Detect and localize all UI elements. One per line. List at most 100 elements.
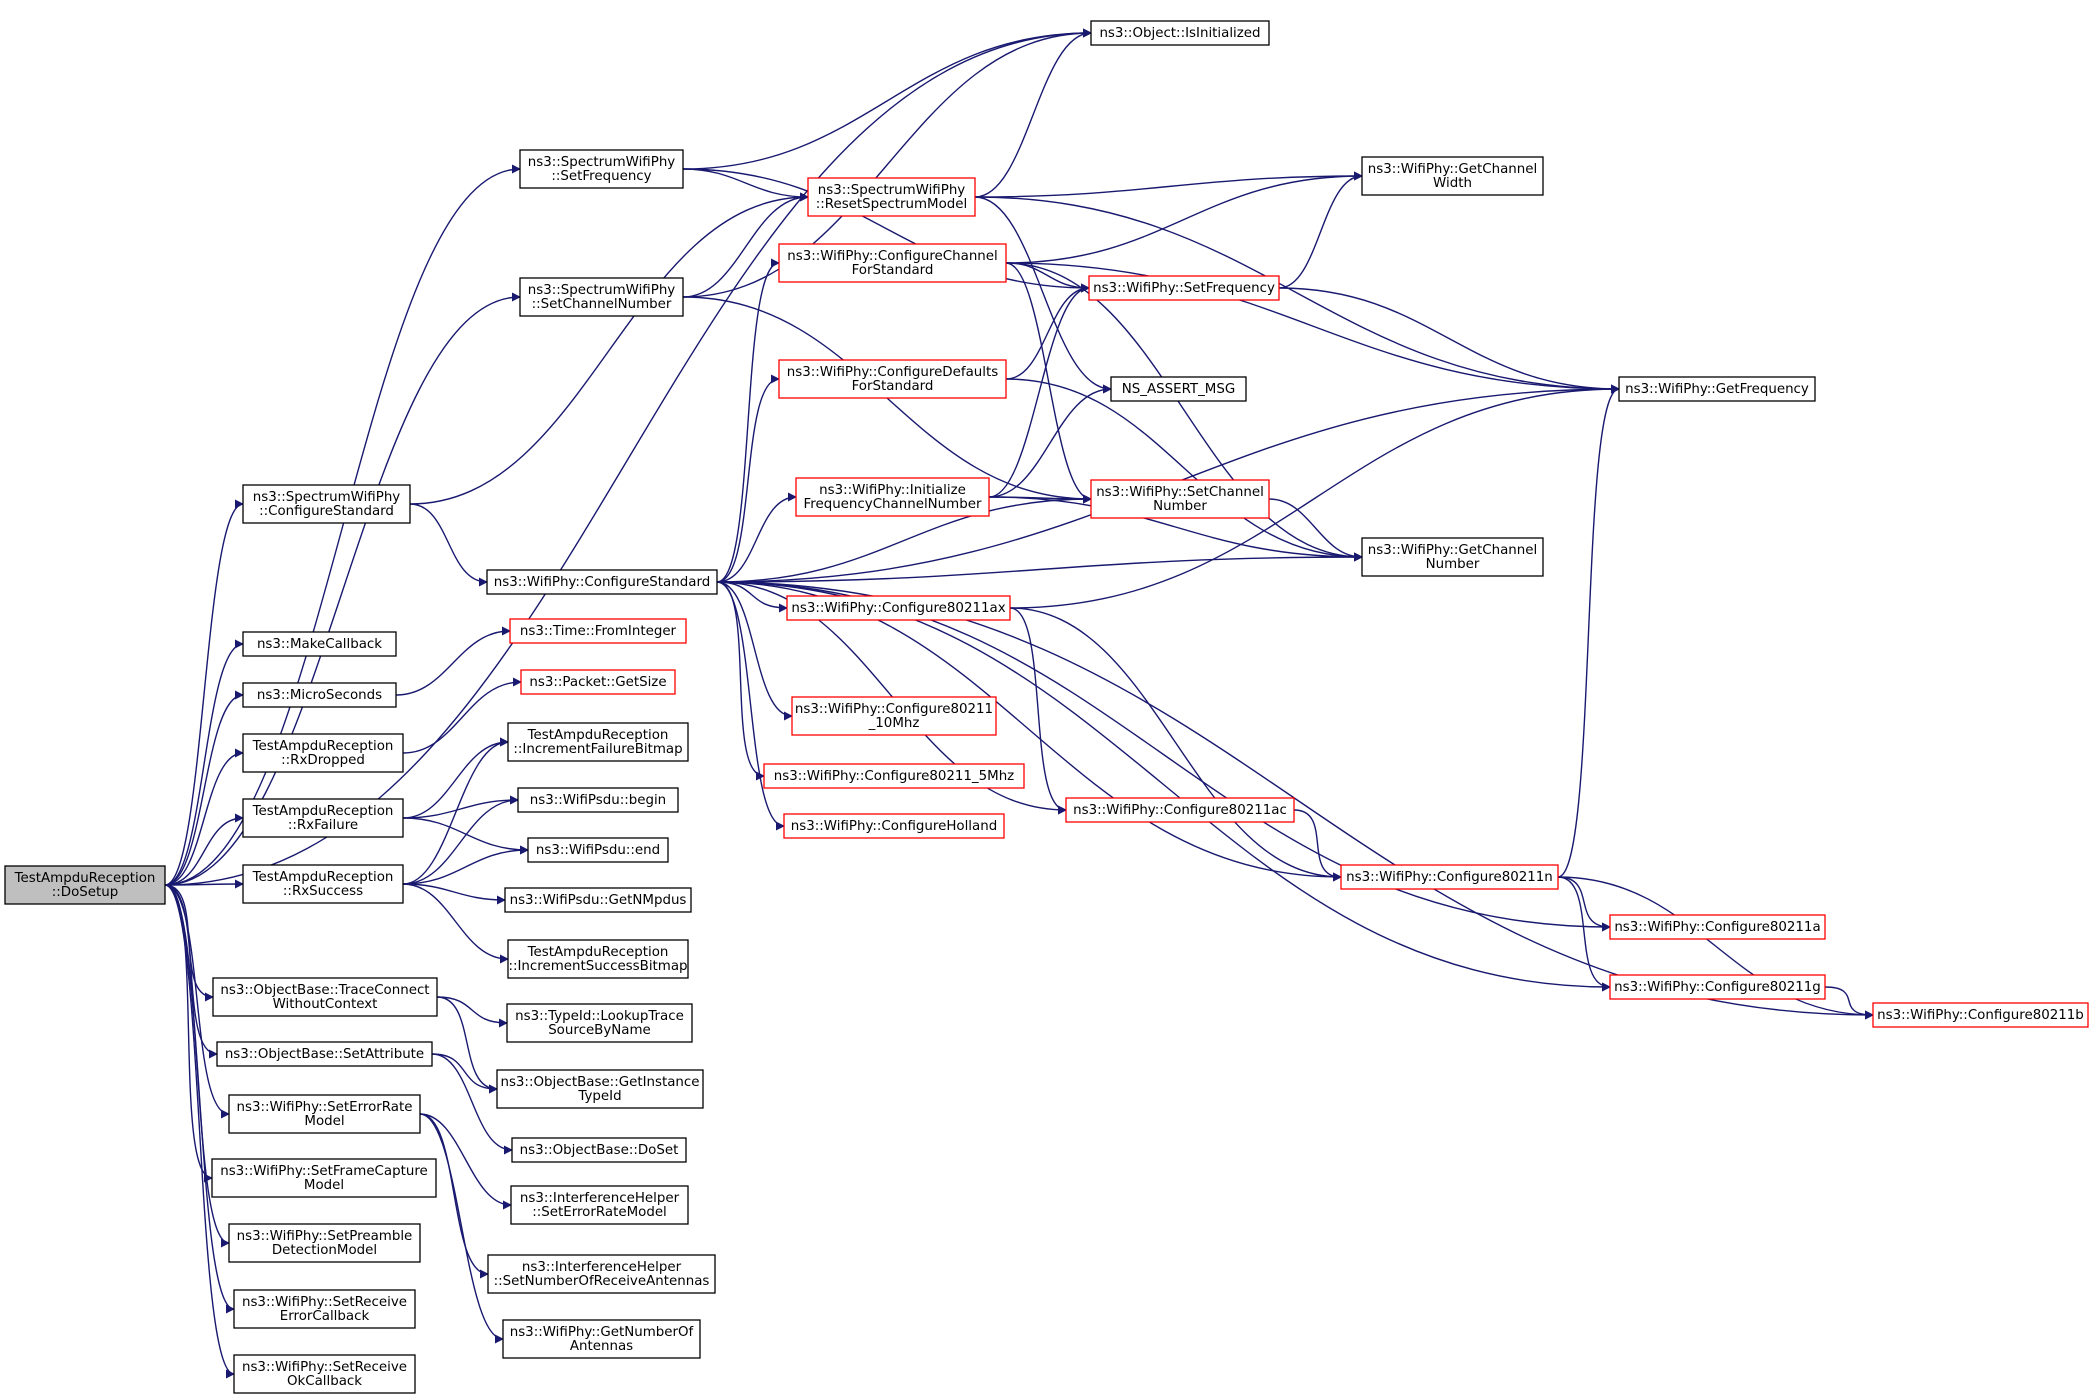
node-box[interactable] — [212, 977, 438, 1017]
node-box[interactable] — [507, 722, 689, 762]
node-setattr[interactable]: ns3::ObjectBase::SetAttribute — [216, 1041, 433, 1067]
node-wp_setch[interactable]: ns3::WifiPhy::SetChannelNumber — [1090, 479, 1270, 519]
node-cfg_g[interactable]: ns3::WifiPhy::Configure80211g — [1609, 974, 1826, 1000]
node-box[interactable] — [510, 1185, 689, 1225]
node-box[interactable] — [211, 1158, 437, 1198]
node-box[interactable] — [506, 1003, 693, 1043]
node-incfail[interactable]: TestAmpduReception::IncrementFailureBitm… — [507, 722, 689, 762]
node-box[interactable] — [778, 243, 1007, 283]
node-box[interactable] — [1609, 974, 1826, 1000]
node-cfg_10[interactable]: ns3::WifiPhy::Configure80211_10Mhz — [791, 696, 997, 736]
node-makecb[interactable]: ns3::MakeCallback — [242, 631, 397, 657]
node-box[interactable] — [233, 1289, 416, 1329]
node-box[interactable] — [1361, 537, 1544, 577]
node-cfg_hol[interactable]: ns3::WifiPhy::ConfigureHolland — [783, 813, 1005, 839]
node-box[interactable] — [228, 1094, 421, 1134]
node-box[interactable] — [233, 1354, 416, 1394]
node-box[interactable] — [487, 1254, 716, 1294]
node-box[interactable] — [216, 1041, 433, 1067]
node-seterrrate[interactable]: ns3::WifiPhy::SetErrorRateModel — [228, 1094, 421, 1134]
node-psdubegin[interactable]: ns3::WifiPsdu::begin — [517, 787, 679, 813]
node-box[interactable] — [786, 595, 1011, 621]
node-getnmpdus[interactable]: ns3::WifiPsdu::GetNMpdus — [504, 887, 692, 913]
node-box[interactable] — [807, 177, 976, 217]
node-cfg_n[interactable]: ns3::WifiPhy::Configure80211n — [1340, 864, 1559, 890]
node-box[interactable] — [1065, 797, 1295, 823]
node-box[interactable] — [517, 787, 679, 813]
node-cfgchstd[interactable]: ns3::WifiPhy::ConfigureChannelForStandar… — [778, 243, 1007, 283]
node-incsucc[interactable]: TestAmpduReception::IncrementSuccessBitm… — [507, 939, 689, 979]
node-box[interactable] — [242, 733, 404, 773]
node-traceconn[interactable]: ns3::ObjectBase::TraceConnectWithoutCont… — [212, 977, 438, 1017]
node-spec_setch[interactable]: ns3::SpectrumWifiPhy::SetChannelNumber — [519, 277, 684, 317]
node-nsassert[interactable]: NS_ASSERT_MSG — [1110, 376, 1247, 402]
node-box[interactable] — [228, 1223, 421, 1263]
node-box[interactable] — [509, 618, 687, 644]
node-box[interactable] — [1872, 1002, 2089, 1028]
node-box[interactable] — [1618, 376, 1816, 402]
node-rxdropped[interactable]: TestAmpduReception::RxDropped — [242, 733, 404, 773]
node-box[interactable] — [242, 484, 411, 524]
node-box[interactable] — [519, 277, 684, 317]
node-cfgdefstd[interactable]: ns3::WifiPhy::ConfigureDefaultsForStanda… — [778, 359, 1007, 399]
node-doset[interactable]: ns3::ObjectBase::DoSet — [511, 1137, 687, 1163]
node-box[interactable] — [1361, 156, 1544, 196]
node-initfreq[interactable]: ns3::WifiPhy::InitializeFrequencyChannel… — [795, 477, 990, 517]
node-resetspec[interactable]: ns3::SpectrumWifiPhy::ResetSpectrumModel — [807, 177, 976, 217]
node-root[interactable]: TestAmpduReception::DoSetup — [4, 865, 166, 905]
node-box[interactable] — [778, 359, 1007, 399]
node-box[interactable] — [504, 887, 692, 913]
node-psduend[interactable]: ns3::WifiPsdu::end — [527, 837, 669, 863]
node-box[interactable] — [795, 477, 990, 517]
node-micro[interactable]: ns3::MicroSeconds — [242, 682, 397, 708]
node-ih_seterr[interactable]: ns3::InterferenceHelper::SetErrorRateMod… — [510, 1185, 689, 1225]
node-box[interactable] — [496, 1069, 704, 1109]
node-box[interactable] — [502, 1319, 701, 1359]
node-box[interactable] — [527, 837, 669, 863]
node-cfg_ax[interactable]: ns3::WifiPhy::Configure80211ax — [786, 595, 1011, 621]
node-box[interactable] — [242, 631, 397, 657]
node-isinit[interactable]: ns3::Object::IsInitialized — [1090, 20, 1270, 46]
node-getsize[interactable]: ns3::Packet::GetSize — [520, 669, 676, 695]
node-box[interactable] — [1110, 376, 1247, 402]
node-cfg_ac[interactable]: ns3::WifiPhy::Configure80211ac — [1065, 797, 1295, 823]
node-spec_cfgstd[interactable]: ns3::SpectrumWifiPhy::ConfigureStandard — [242, 484, 411, 524]
node-cfg_5[interactable]: ns3::WifiPhy::Configure80211_5Mhz — [763, 763, 1025, 789]
node-box[interactable] — [486, 569, 718, 595]
node-box[interactable] — [791, 696, 997, 736]
node-box[interactable] — [1340, 864, 1559, 890]
node-box[interactable] — [1609, 914, 1826, 940]
node-wp_cfgstd[interactable]: ns3::WifiPhy::ConfigureStandard — [486, 569, 718, 595]
node-cfg_b[interactable]: ns3::WifiPhy::Configure80211b — [1872, 1002, 2089, 1028]
node-rxsuccess[interactable]: TestAmpduReception::RxSuccess — [242, 864, 404, 904]
node-box[interactable] — [242, 682, 397, 708]
node-cfg_a[interactable]: ns3::WifiPhy::Configure80211a — [1609, 914, 1826, 940]
node-box[interactable] — [519, 149, 684, 189]
node-box[interactable] — [511, 1137, 687, 1163]
node-box[interactable] — [242, 864, 404, 904]
node-box[interactable] — [4, 865, 166, 905]
node-fromint[interactable]: ns3::Time::FromInteger — [509, 618, 687, 644]
node-box[interactable] — [1090, 479, 1270, 519]
node-box[interactable] — [1090, 20, 1270, 46]
node-box[interactable] — [520, 669, 676, 695]
node-box[interactable] — [1088, 275, 1280, 301]
node-wp_setfreq[interactable]: ns3::WifiPhy::SetFrequency — [1088, 275, 1280, 301]
node-spec_setfreq[interactable]: ns3::SpectrumWifiPhy::SetFrequency — [519, 149, 684, 189]
node-rxfailure[interactable]: TestAmpduReception::RxFailure — [242, 798, 404, 838]
node-box[interactable] — [507, 939, 689, 979]
node-getfreq[interactable]: ns3::WifiPhy::GetFrequency — [1618, 376, 1816, 402]
node-box[interactable] — [242, 798, 404, 838]
node-box[interactable] — [763, 763, 1025, 789]
node-ih_setnum[interactable]: ns3::InterferenceHelper::SetNumberOfRece… — [487, 1254, 716, 1294]
node-box[interactable] — [783, 813, 1005, 839]
